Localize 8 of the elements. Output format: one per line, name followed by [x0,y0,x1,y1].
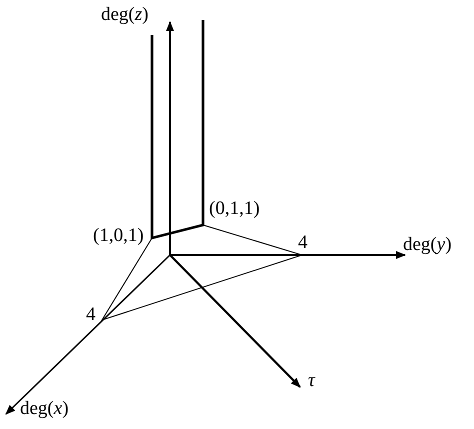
point-label: (1,0,1) [93,225,144,247]
axis-label: deg(y) [403,234,452,256]
axis-label: deg(z) [101,4,148,26]
tick-label: 4 [86,304,96,326]
point-label: (0,1,1) [209,198,260,220]
axis-label: τ [308,370,315,392]
axis-label: deg(x) [20,398,69,420]
tick-label: 4 [298,232,308,254]
